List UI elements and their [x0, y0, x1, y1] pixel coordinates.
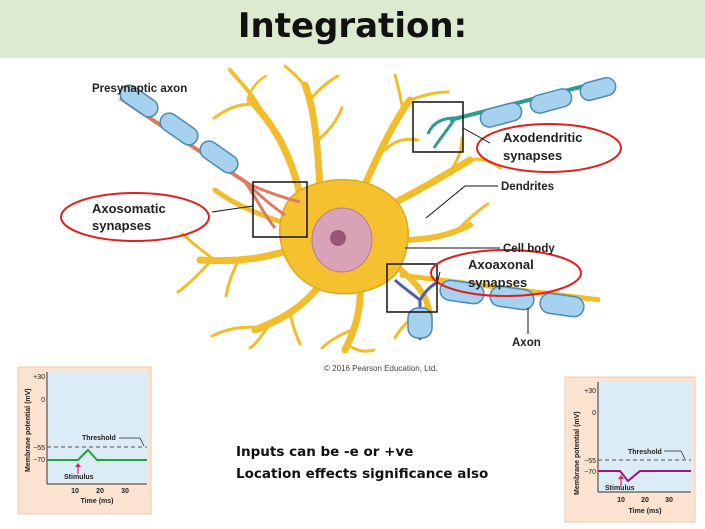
graph-right: Membrane potential (mV) +30 0 −55 −70 Th…	[564, 376, 696, 523]
graph-left-xlabel: Time (ms)	[81, 498, 114, 505]
graph-right-xlabel: Time (ms)	[629, 508, 662, 515]
leader-lines	[211, 127, 529, 334]
graph-right-ylabel: Membrane potential (mV)	[574, 411, 581, 495]
label-axoaxonal-2: synapses	[468, 275, 527, 290]
axosomatic-ellipse	[60, 192, 210, 242]
graph-right-ytick: +30	[584, 388, 596, 395]
graph-left-ytick: +30	[33, 374, 45, 381]
graph-left-stimulus-label: Stimulus	[64, 474, 94, 481]
graph-right-ytick: 0	[592, 410, 596, 417]
label-dendrites: Dendrites	[501, 181, 554, 193]
graph-left-threshold-label: Threshold	[82, 435, 116, 442]
copyright-text: © 2016 Pearson Education, Ltd.	[324, 364, 438, 373]
title-bar	[0, 0, 705, 58]
graph-left: Membrane potential (mV) +30 0 −55 −70 Th…	[17, 366, 152, 515]
label-axosomatic-2: synapses	[92, 218, 151, 233]
slide-title: Integration:	[237, 6, 468, 46]
nucleolus	[330, 230, 346, 246]
graph-right-xtick: 20	[641, 497, 649, 504]
note-location: Location effects significance also	[236, 466, 489, 482]
axosomatic-box	[252, 181, 308, 238]
graph-left-xtick: 30	[121, 488, 129, 495]
graph-right-xtick: 30	[665, 497, 673, 504]
dendrite-branches	[176, 64, 502, 354]
label-axosomatic-1: Axosomatic	[92, 201, 166, 216]
axoaxonal-ellipse	[430, 249, 582, 297]
graph-right-xtick: 10	[617, 497, 625, 504]
graph-left-xtick: 20	[96, 488, 104, 495]
label-axon: Axon	[512, 337, 541, 349]
axoaxonal-box	[386, 263, 438, 313]
graph-right-ytick: −70	[584, 469, 596, 476]
graph-left-trace	[47, 448, 147, 461]
axoaxonal-axon	[393, 278, 439, 340]
graph-right-threshold-label: Threshold	[628, 449, 662, 456]
graph-right-ytick: −55	[584, 458, 596, 465]
graph-right-stimulus-label: Stimulus	[605, 485, 635, 492]
graph-left-ytick: −55	[33, 445, 45, 452]
presynaptic-axon	[118, 84, 301, 229]
label-axodendritic-2: synapses	[503, 148, 562, 163]
graph-left-ylabel: Membrane potential (mV)	[25, 388, 32, 472]
axodendritic-axon	[426, 76, 617, 149]
graph-right-trace	[598, 470, 691, 483]
axodendritic-box	[412, 101, 464, 153]
label-presynaptic-axon: Presynaptic axon	[92, 83, 187, 95]
axodendritic-ellipse	[476, 123, 622, 173]
graph-left-ytick: 0	[41, 397, 45, 404]
note-inputs: Inputs can be -e or +ve	[236, 444, 414, 460]
label-axodendritic-1: Axodendritic	[503, 130, 582, 145]
graph-left-xtick: 10	[71, 488, 79, 495]
postsynaptic-axon	[399, 272, 601, 318]
graph-left-ytick: −70	[33, 457, 45, 464]
label-axoaxonal-1: Axoaxonal	[468, 257, 534, 272]
label-cell-body: Cell body	[503, 243, 555, 255]
